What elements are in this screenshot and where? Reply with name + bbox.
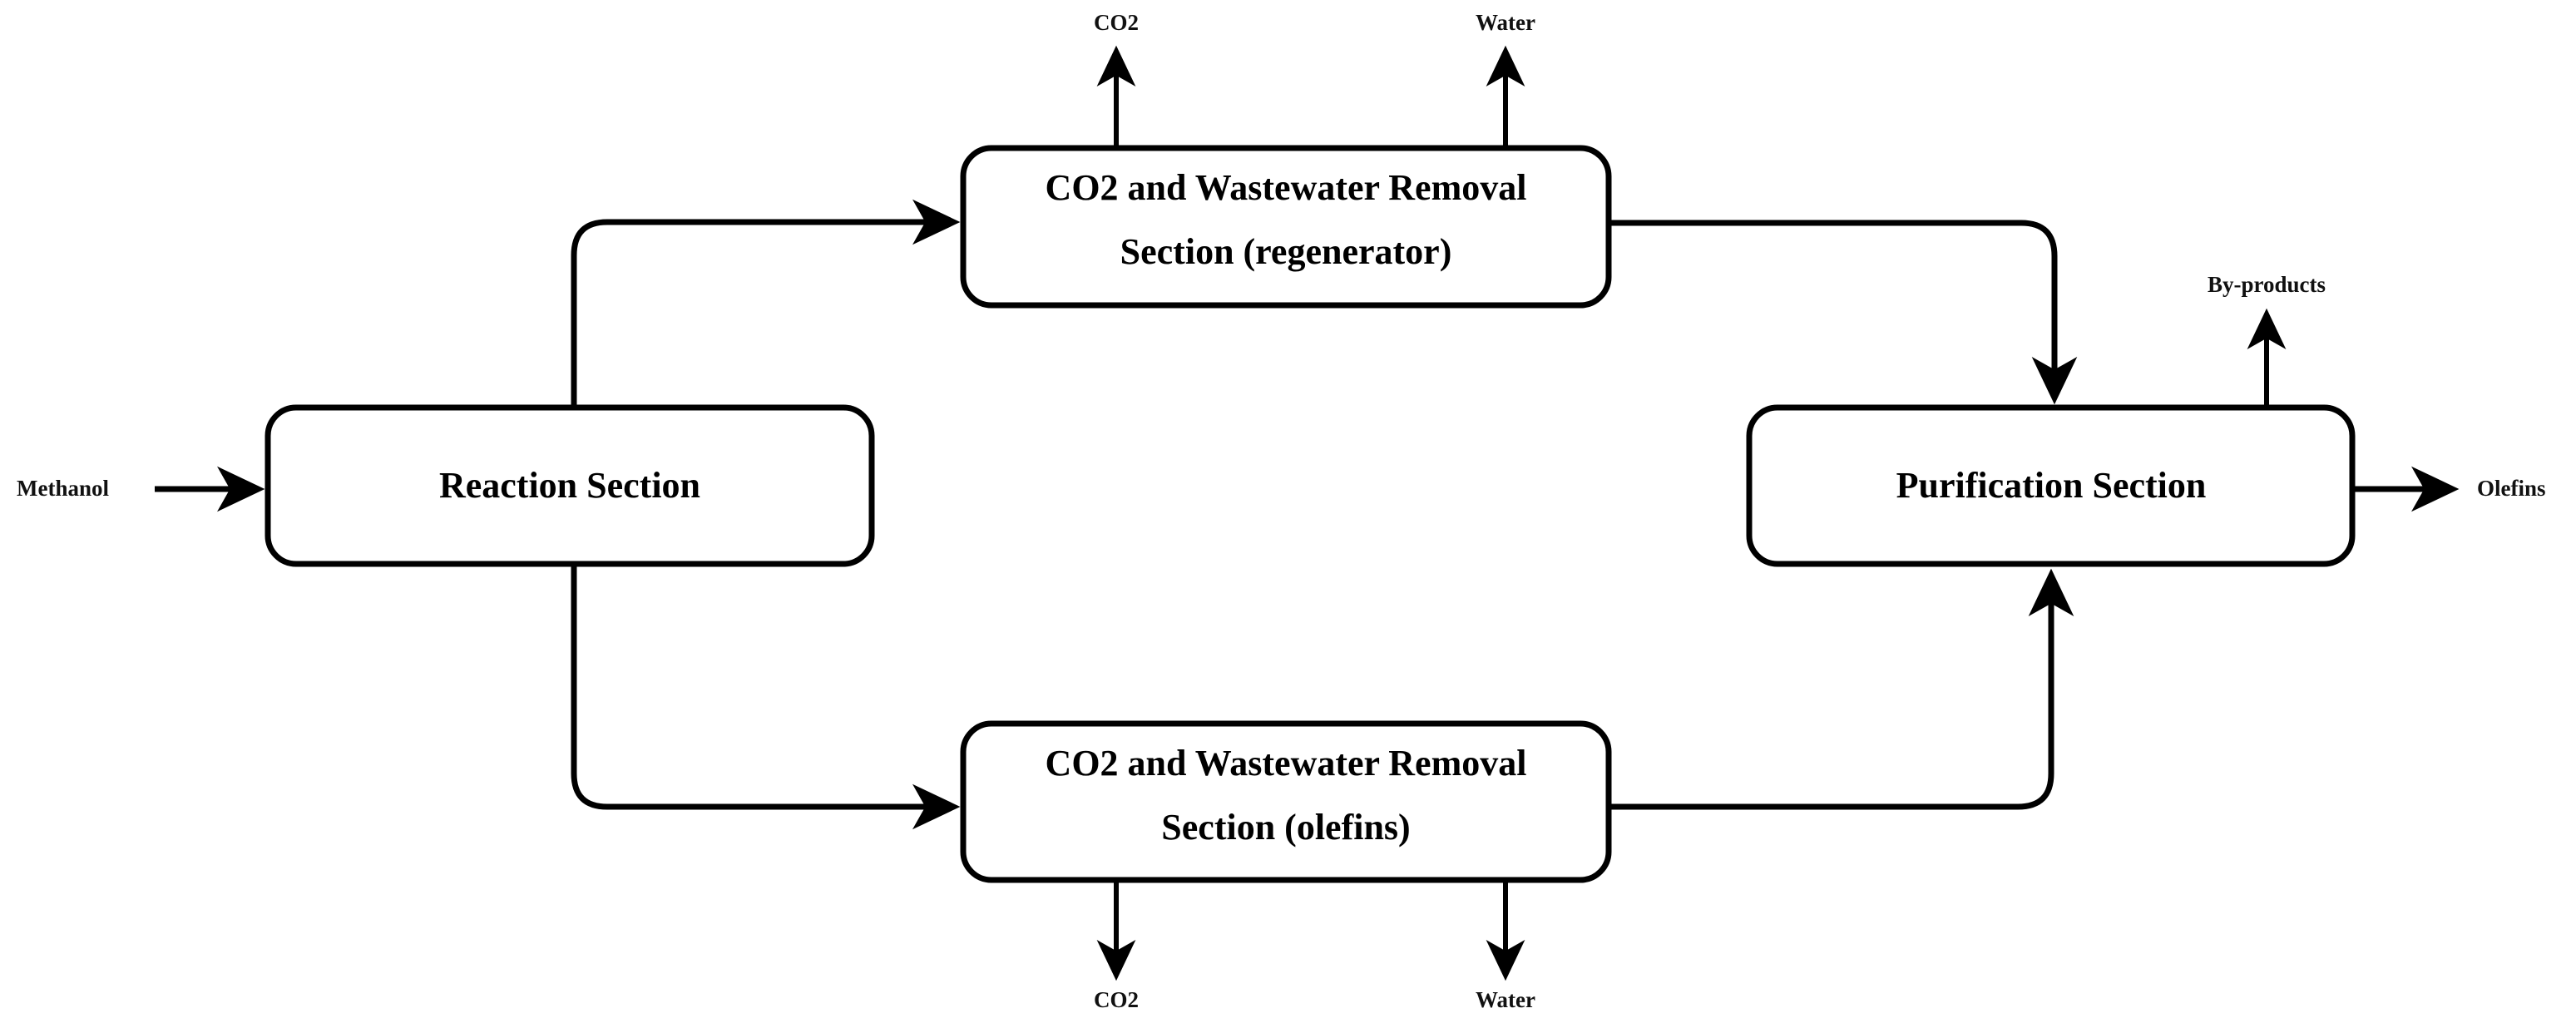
- connector-olefins-removal-to-purification: [1609, 568, 2074, 810]
- block-removal-regenerator-label-line1: CO2 and Wastewater Removal: [1046, 167, 1527, 208]
- connector-reaction-to-regenerator-removal: [571, 199, 961, 408]
- block-removal-olefins[interactable]: CO2 and Wastewater Removal Section (olef…: [960, 720, 1612, 883]
- stream-label-olefins-co2: CO2: [1094, 987, 1139, 1012]
- block-purification-section-label-line1: Purification Section: [1896, 465, 2207, 506]
- stream-label-regenerator-water: Water: [1476, 10, 1535, 35]
- block-removal-olefins-shape: [960, 720, 1612, 883]
- block-reaction-section-label-line1: Reaction Section: [439, 465, 700, 506]
- block-removal-regenerator-label-line2: Section (regenerator): [1120, 231, 1452, 272]
- stream-label-olefins-water: Water: [1476, 987, 1535, 1012]
- stream-label-methanol: Methanol: [17, 476, 109, 501]
- block-purification-section-shape: [1746, 404, 2356, 567]
- connector-reaction-to-olefins-removal: [571, 564, 961, 830]
- block-removal-regenerator-shape: [960, 145, 1612, 309]
- block-removal-regenerator[interactable]: CO2 and Wastewater Removal Section (rege…: [960, 145, 1612, 309]
- connector-regenerator-removal-to-purification: [1609, 220, 2078, 405]
- block-reaction-section-shape: [265, 404, 875, 567]
- stream-label-by-products: By-products: [2208, 272, 2326, 297]
- stream-label-regenerator-co2: CO2: [1094, 10, 1139, 35]
- stream-label-olefins-product: Olefins: [2477, 476, 2546, 501]
- block-purification-section[interactable]: Purification Section: [1746, 404, 2356, 567]
- block-removal-olefins-label-line2: Section (olefins): [1161, 807, 1410, 848]
- block-removal-olefins-label-line1: CO2 and Wastewater Removal: [1046, 743, 1527, 783]
- block-reaction-section[interactable]: Reaction Section: [265, 404, 875, 567]
